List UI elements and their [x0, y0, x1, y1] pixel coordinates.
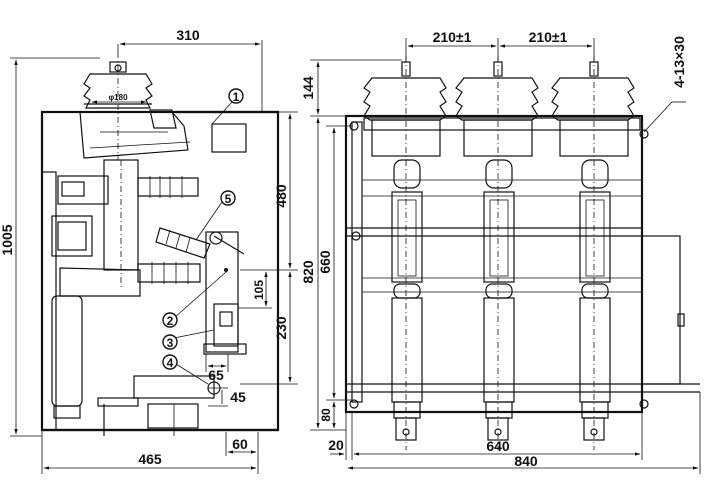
mechanism-plate — [203, 231, 247, 355]
front-view: 210±1 210±1 4-13×30 144 820 — [300, 29, 701, 474]
dim-465-label: 465 — [138, 451, 162, 467]
interrupter — [51, 159, 139, 290]
phase-2 — [455, 56, 539, 450]
dim-230: 230 — [240, 271, 298, 385]
dim-820-label: 820 — [300, 260, 316, 284]
phase-1 — [363, 56, 447, 450]
callout-4-label: 4 — [167, 356, 174, 370]
dim-20: 20 — [328, 412, 353, 460]
dim-480: 480 — [240, 111, 298, 271]
dim-640-label: 640 — [486, 438, 510, 454]
callout-2-label: 2 — [167, 314, 174, 328]
front-mechanism-box — [641, 235, 681, 385]
dim-660: 660 — [317, 125, 352, 401]
dim-45-label: 45 — [230, 389, 246, 405]
callout-2 — [162, 312, 178, 328]
dim-480-label: 480 — [273, 184, 289, 208]
dim-465: 465 — [41, 430, 259, 474]
dim-65: 65 — [205, 354, 229, 383]
top-insulator — [83, 52, 153, 160]
dim-holes-label: 4-13×30 — [671, 36, 687, 88]
dim-144: 144 — [300, 59, 402, 117]
dim-840: 840 — [347, 392, 701, 474]
upper-housing — [79, 109, 247, 159]
dim-80-label: 80 — [319, 408, 333, 422]
dim-640: 640 — [353, 412, 643, 460]
side-insulators — [137, 176, 211, 284]
callout-3 — [162, 334, 178, 350]
lower-parts — [51, 267, 221, 436]
dim-80: 80 — [319, 401, 336, 429]
dim-pitch-right-label: 210±1 — [529, 29, 568, 45]
dim-310-label: 310 — [176, 27, 200, 43]
callouts: 1 5 2 3 4 — [162, 88, 244, 385]
dim-105: 105 — [238, 271, 272, 309]
callout-5 — [220, 190, 236, 206]
dim-phi180-label: φ180 — [108, 93, 128, 102]
dim-105-label: 105 — [252, 280, 266, 300]
dim-holes: 4-13×30 — [643, 36, 687, 133]
dim-820: 820 — [300, 117, 346, 431]
callout-5-label: 5 — [225, 192, 232, 206]
side-frame-left-rail — [41, 171, 57, 431]
dim-45: 45 — [208, 387, 246, 407]
callout-3-label: 3 — [167, 336, 174, 350]
dim-840-label: 840 — [514, 453, 538, 469]
dim-310: 310 — [117, 27, 263, 112]
dim-phi180: φ180 — [91, 93, 147, 104]
dim-660-label: 660 — [317, 250, 333, 274]
dim-60: 60 — [225, 432, 259, 456]
callout-4 — [162, 354, 178, 370]
dim-65-label: 65 — [208, 367, 224, 383]
dim-144-label: 144 — [300, 76, 316, 100]
dim-20-label: 20 — [328, 437, 344, 453]
dim-pitch-right: 210±1 — [499, 29, 595, 62]
mechanism-box — [211, 123, 247, 153]
dim-230-label: 230 — [273, 316, 289, 340]
phase-3 — [551, 56, 635, 450]
side-view: 1 5 2 3 4 310 φ180 — [0, 27, 298, 474]
dim-pitch-left: 210±1 — [405, 29, 499, 62]
callout-1 — [228, 88, 244, 104]
side-frame — [40, 110, 280, 432]
dim-1005-label: 1005 — [0, 224, 15, 255]
dim-60-label: 60 — [232, 436, 248, 452]
callout-1-label: 1 — [233, 90, 240, 104]
dim-1005: 1005 — [0, 57, 100, 437]
dim-pitch-left-label: 210±1 — [433, 29, 472, 45]
